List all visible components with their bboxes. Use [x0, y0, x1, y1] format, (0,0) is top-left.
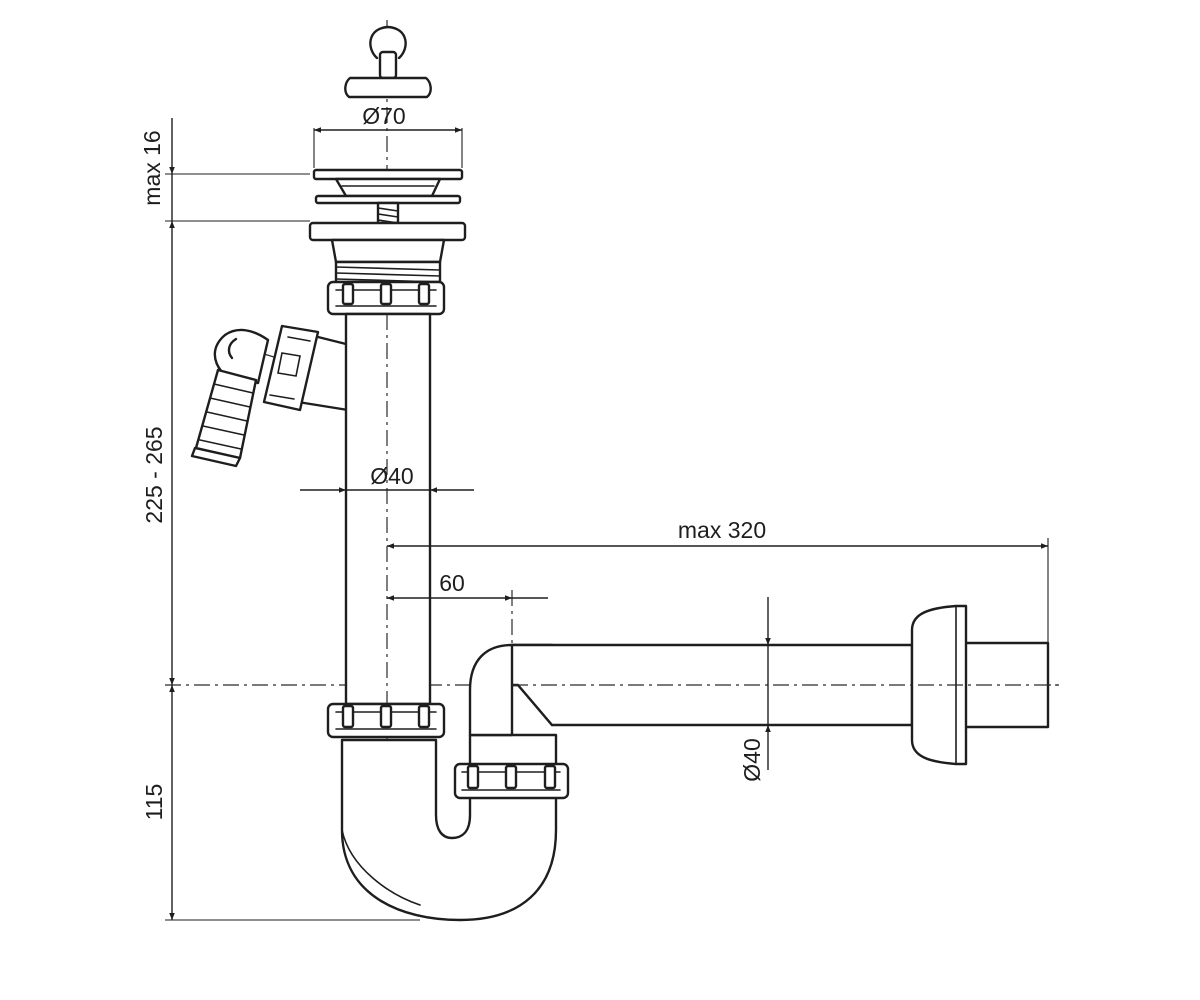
drain-body	[330, 238, 446, 264]
stopper-cap	[344, 76, 432, 99]
max-length-label: max 320	[678, 517, 766, 543]
vertical-pipe-diameter-label: Ø40	[370, 463, 413, 489]
stopper-ring	[369, 25, 407, 60]
dimension-trap-depth: 115	[141, 685, 420, 921]
vertical-pipe	[344, 312, 432, 706]
dimension-vertical-pipe-diameter: Ø40	[300, 463, 474, 493]
barbed-hose-tail	[190, 368, 258, 468]
side-hose-connector	[190, 324, 361, 468]
drain-strainer	[334, 177, 442, 198]
dimension-plug-diameter: Ø70	[313, 103, 463, 168]
trap-outer	[340, 733, 558, 922]
dimension-offset: 60	[387, 570, 548, 601]
upper-union-nut	[326, 280, 446, 316]
horizontal-pipe-diameter-label: Ø40	[739, 738, 765, 781]
drain-lower-flange	[308, 221, 467, 242]
connector-elbow-inner	[227, 337, 238, 360]
height-range-label: 225 - 265	[141, 426, 167, 523]
connector-elbow	[213, 328, 270, 385]
drain-screw	[376, 201, 400, 225]
drain-fitting	[308, 168, 467, 284]
drain-thread	[334, 260, 442, 284]
horizontal-outlet-pipe	[510, 604, 1050, 766]
dimension-height-range: 225 - 265	[141, 221, 175, 685]
stopper-stem	[378, 50, 398, 80]
connector-nut	[262, 324, 320, 412]
stopper-plug	[344, 25, 432, 99]
plug-diameter-label: Ø70	[362, 103, 405, 129]
max-thickness-label: max 16	[139, 130, 165, 205]
lower-right-union-nut	[453, 762, 570, 800]
dimension-horizontal-pipe-diameter: Ø40	[739, 597, 771, 782]
trap-depth-label: 115	[141, 784, 167, 821]
lower-left-union-nut	[326, 702, 446, 739]
drain-flange-top	[312, 168, 464, 181]
dimension-max-thickness: max 16	[139, 118, 310, 222]
dimension-max-length: max 320	[387, 517, 1049, 643]
offset-label: 60	[439, 570, 465, 596]
